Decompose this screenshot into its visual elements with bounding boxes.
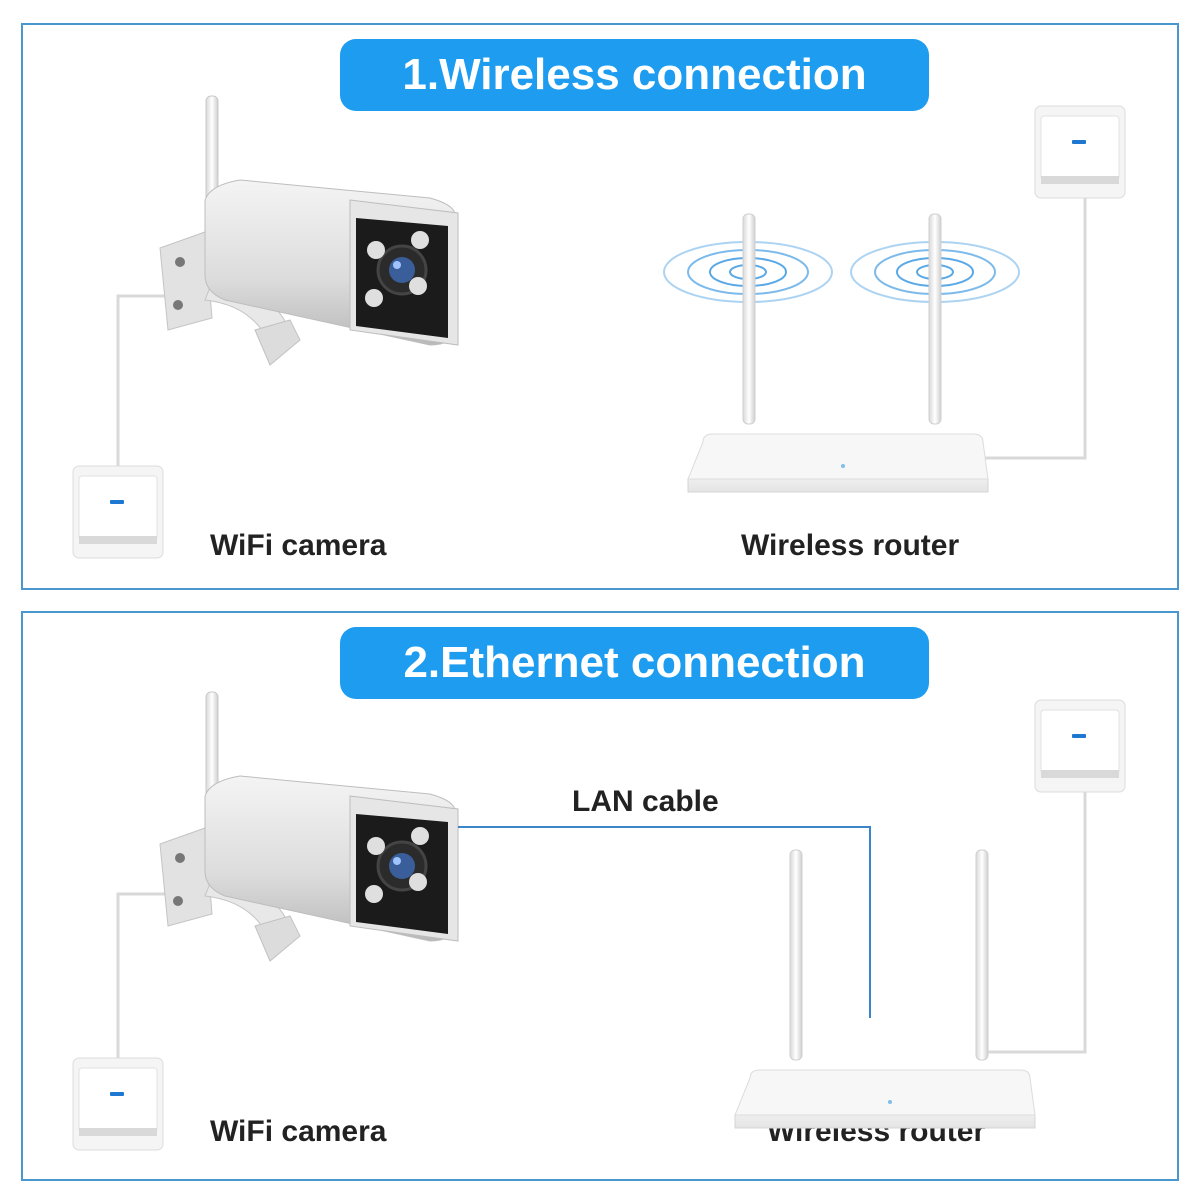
power-outlet-icon — [72, 1057, 164, 1151]
camera-label: WiFi camera — [210, 529, 387, 562]
wifi-camera-icon — [158, 94, 460, 367]
power-cord — [985, 790, 1087, 1054]
section-title: 2.Ethernet connection — [340, 627, 929, 699]
power-outlet-icon — [1034, 699, 1126, 793]
camera-label: WiFi camera — [210, 1115, 387, 1148]
wireless-router-icon — [687, 213, 989, 493]
power-outlet-icon — [72, 465, 164, 559]
router-label: Wireless router — [741, 529, 960, 562]
wireless-router-icon — [734, 849, 1036, 1129]
lan-cable — [458, 826, 871, 1018]
power-cord — [980, 192, 1087, 460]
wifi-camera-icon — [158, 690, 460, 963]
lan-cable-label: LAN cable — [572, 785, 719, 818]
section-title: 1.Wireless connection — [340, 39, 929, 111]
power-outlet-icon — [1034, 105, 1126, 199]
wifi-waves-icon — [663, 241, 1020, 303]
